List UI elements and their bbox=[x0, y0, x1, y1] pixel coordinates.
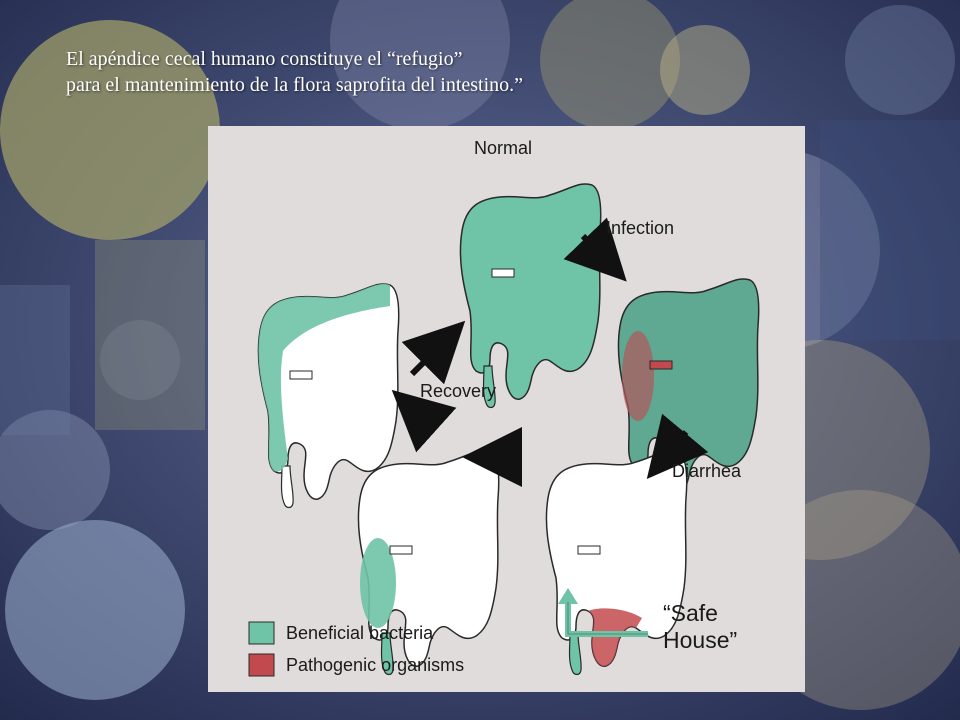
colon-recovered-icon bbox=[257, 283, 400, 509]
arrow-infection-icon bbox=[563, 217, 627, 282]
label-diarrhea: Diarrhea bbox=[672, 461, 742, 481]
arrow-recovery-down-icon bbox=[391, 389, 457, 453]
arrow-recovery-up-icon bbox=[401, 320, 466, 385]
label-recovery: Recovery bbox=[420, 381, 497, 401]
safe-house-arrow-icon bbox=[558, 588, 648, 637]
label-infection: Infection bbox=[606, 218, 675, 238]
legend-swatch-pathogenic bbox=[248, 653, 275, 677]
label-safe-house-line-1: “Safe bbox=[663, 600, 718, 626]
colon-recovering-icon bbox=[357, 450, 500, 676]
legend-swatch-beneficial bbox=[248, 621, 275, 645]
legend-label-beneficial: Beneficial bacteria bbox=[286, 623, 434, 643]
colon-diarrhea-icon bbox=[545, 450, 688, 676]
colon-normal-icon bbox=[459, 183, 602, 409]
diagram-panel: Normal Infection Diarrhea Recovery “Safe… bbox=[208, 126, 805, 692]
label-safe-house: “Safe House” bbox=[663, 600, 737, 654]
slide-title-line-2: para el mantenimiento de la flora saprof… bbox=[66, 74, 524, 96]
arrow-diarrhea-icon bbox=[646, 413, 709, 480]
legend-label-pathogenic: Pathogenic organisms bbox=[286, 655, 465, 675]
colon-infection-icon bbox=[617, 278, 760, 504]
slide-title: El apéndice cecal humano constituye el “… bbox=[66, 46, 766, 98]
label-safe-house-line-2: House” bbox=[663, 627, 738, 653]
appendix-cycle-diagram bbox=[248, 183, 760, 677]
label-normal: Normal bbox=[474, 138, 533, 158]
slide-title-line-1: El apéndice cecal humano constituye el “… bbox=[66, 48, 463, 70]
